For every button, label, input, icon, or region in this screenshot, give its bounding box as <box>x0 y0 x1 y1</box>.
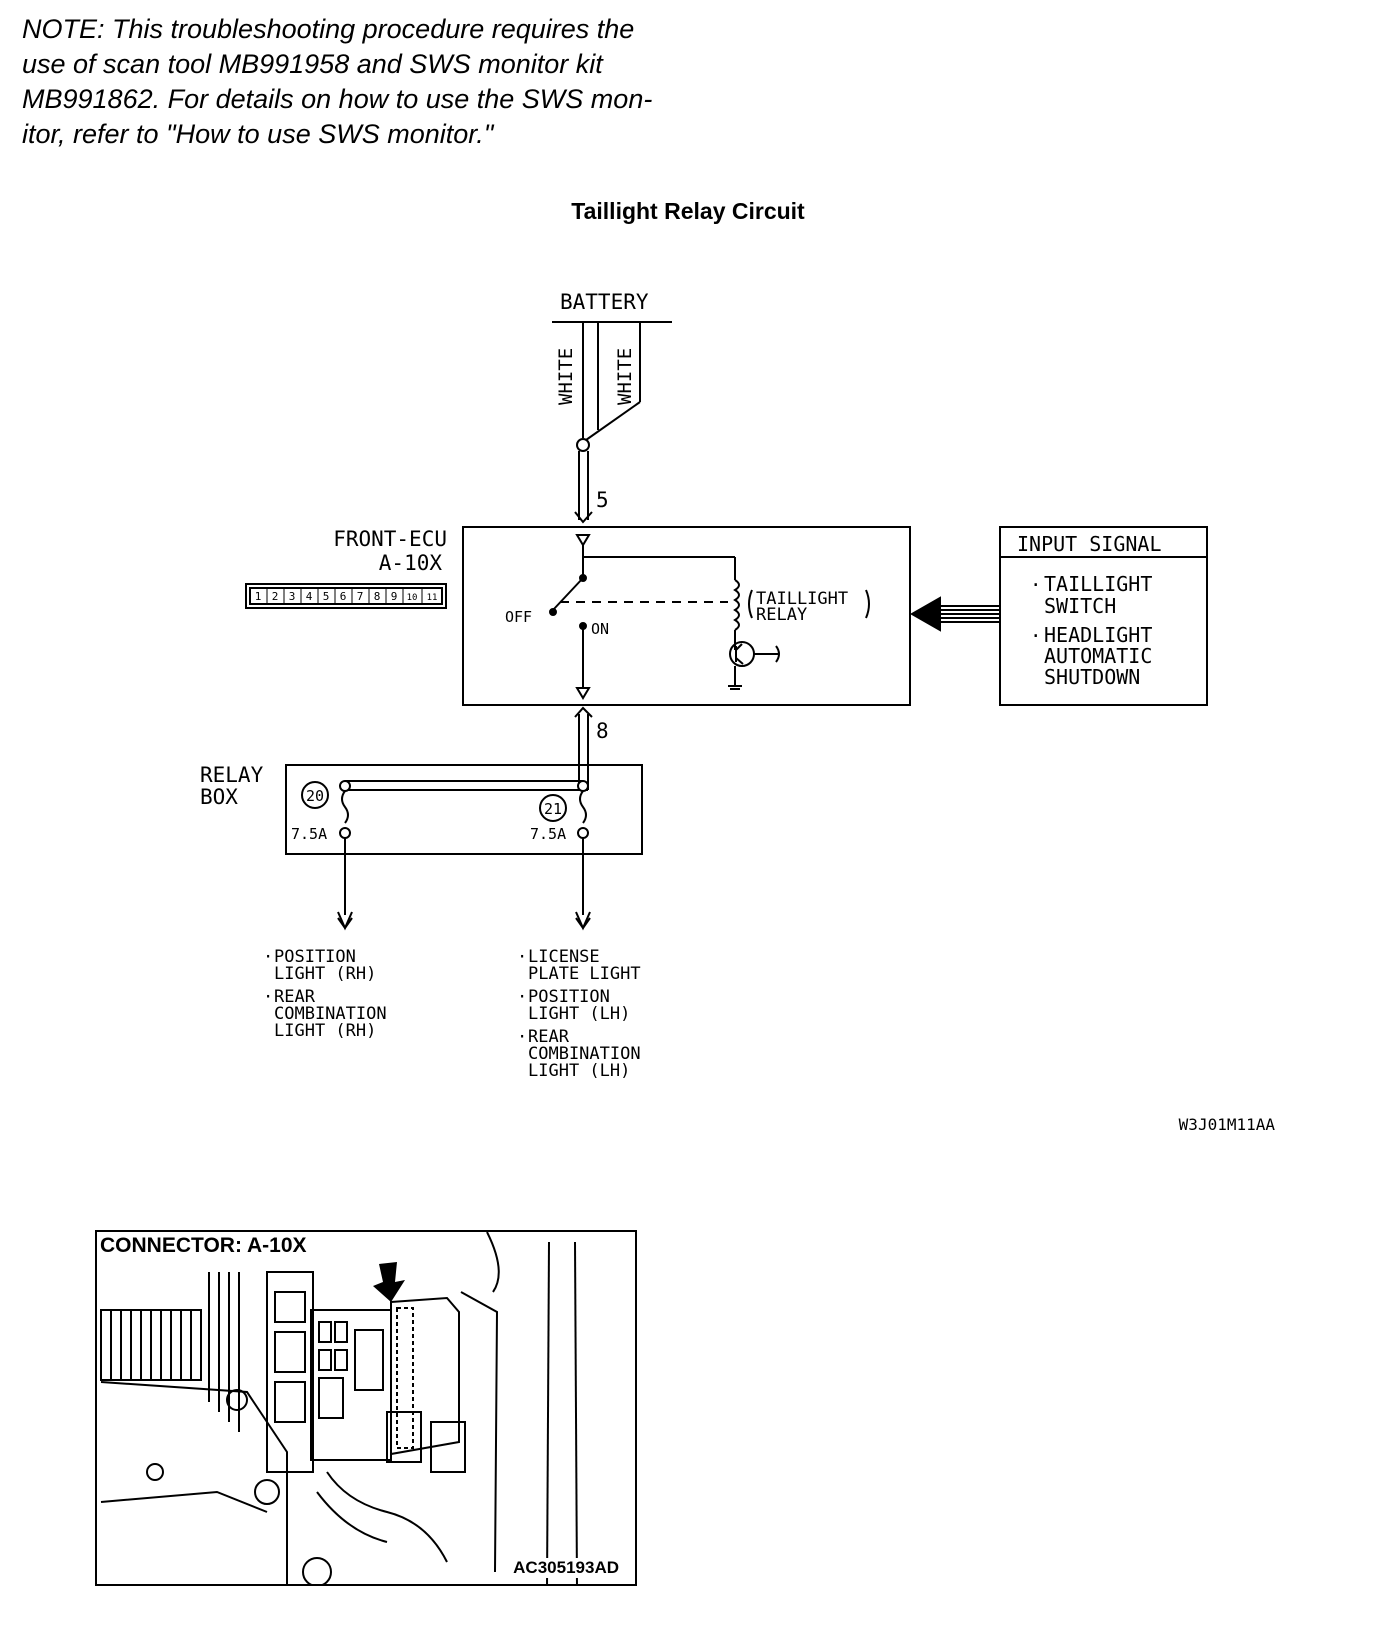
pin-6: 6 <box>340 590 347 603</box>
pin-3: 3 <box>289 590 296 603</box>
pin-10: 10 <box>407 593 418 603</box>
wire-color-left: WHITE <box>555 348 577 405</box>
out-left-2-line-1: REAR <box>274 987 316 1007</box>
fuse-20-number: 20 <box>306 787 324 805</box>
input-signal-title: INPUT SIGNAL <box>1017 532 1162 556</box>
relay-label-2: RELAY <box>756 605 807 625</box>
pin-8: 8 <box>374 590 381 603</box>
relay-label-1: TAILLIGHT <box>756 589 848 609</box>
ecu-connector-id: A-10X <box>379 551 443 575</box>
out-right-3-line-2: COMBINATION <box>528 1044 641 1064</box>
ecu-name: FRONT-ECU <box>333 527 447 551</box>
pin-2: 2 <box>272 590 279 603</box>
input-signal-box <box>999 526 1208 706</box>
note-line-3: MB991862. For details on how to use the … <box>22 84 653 114</box>
input-item-2-line-3: SHUTDOWN <box>1044 665 1140 689</box>
out-right-1-line-2: PLATE LIGHT <box>528 964 641 984</box>
input-arrow-head <box>909 596 941 632</box>
input-item-1-line-1: TAILLIGHT <box>1044 572 1152 596</box>
circuit-diagram: 1 2 3 4 5 6 7 8 9 10 11 BATTERY WHITE WH… <box>200 290 1276 1134</box>
diagram-title: Taillight Relay Circuit <box>571 198 805 224</box>
pin-1: 1 <box>255 590 262 603</box>
input-item-2-line-1: HEADLIGHT <box>1044 623 1152 647</box>
out-right-2-line-2: LIGHT (LH) <box>528 1004 630 1024</box>
out-right-1-line-1: LICENSE <box>528 947 600 967</box>
switch-off-label: OFF <box>505 608 532 626</box>
diagram-code: W3J01M11AA <box>1179 1115 1276 1134</box>
connector-pointer-arrow <box>373 1262 405 1302</box>
input-item-1-line-2: SWITCH <box>1044 594 1116 618</box>
battery-label: BATTERY <box>560 290 649 314</box>
terminal-5: 5 <box>596 488 609 512</box>
pin-11: 11 <box>427 593 438 603</box>
fuse-21-rating: 7.5A <box>530 825 566 843</box>
terminal-8: 8 <box>596 719 609 743</box>
pin-4: 4 <box>306 590 313 603</box>
pin-9: 9 <box>391 590 398 603</box>
connector-location-illustration: CONNECTOR: A-10X <box>95 1230 637 1586</box>
bullet-out-r2: · <box>517 987 527 1007</box>
out-left-2-line-3: LIGHT (RH) <box>274 1021 376 1041</box>
fuse-21-number: 21 <box>544 800 562 818</box>
bullet-1: · <box>1030 574 1041 596</box>
bullet-2: · <box>1030 625 1041 647</box>
out-right-3-line-3: LIGHT (LH) <box>528 1061 630 1081</box>
switch-blade <box>552 577 584 611</box>
fuse-21 <box>579 790 587 824</box>
out-left-1-line-2: LIGHT (RH) <box>274 964 376 984</box>
relay-box-label-2: BOX <box>200 785 238 809</box>
relay-box <box>285 764 643 855</box>
bullet-out-l2: · <box>263 987 273 1007</box>
pin-7: 7 <box>357 590 364 603</box>
connector-photo-label: CONNECTOR: A-10X <box>100 1234 313 1258</box>
input-item-2-line-2: AUTOMATIC <box>1044 644 1152 668</box>
bullet-out-l1: · <box>263 947 273 967</box>
note-line-4: itor, refer to "How to use SWS monitor." <box>22 119 494 149</box>
troubleshooting-note: NOTE: This troubleshooting procedure req… <box>22 12 742 152</box>
bullet-out-r3: · <box>517 1027 527 1047</box>
pin-5: 5 <box>323 590 330 603</box>
wire-color-right: WHITE <box>614 348 636 405</box>
relay-coil <box>733 579 740 631</box>
fuse-20-rating: 7.5A <box>291 825 327 843</box>
out-left-1-line-1: POSITION <box>274 947 356 967</box>
fuse-20 <box>341 790 349 824</box>
note-line-2: use of scan tool MB991958 and SWS monito… <box>22 49 603 79</box>
bullet-out-r1: · <box>517 947 527 967</box>
out-right-2-line-1: POSITION <box>528 987 610 1007</box>
switch-on-label: ON <box>591 620 609 638</box>
relay-box-label-1: RELAY <box>200 763 264 787</box>
note-line-1: NOTE: This troubleshooting procedure req… <box>22 14 635 44</box>
photo-code: AC305193AD <box>511 1558 621 1578</box>
junction-node <box>576 438 590 452</box>
front-ecu-box <box>462 526 911 706</box>
engine-bay-drawing <box>100 1232 578 1584</box>
out-right-3-line-1: REAR <box>528 1027 570 1047</box>
connector-a10x-graphic <box>245 583 447 609</box>
out-left-2-line-2: COMBINATION <box>274 1004 387 1024</box>
